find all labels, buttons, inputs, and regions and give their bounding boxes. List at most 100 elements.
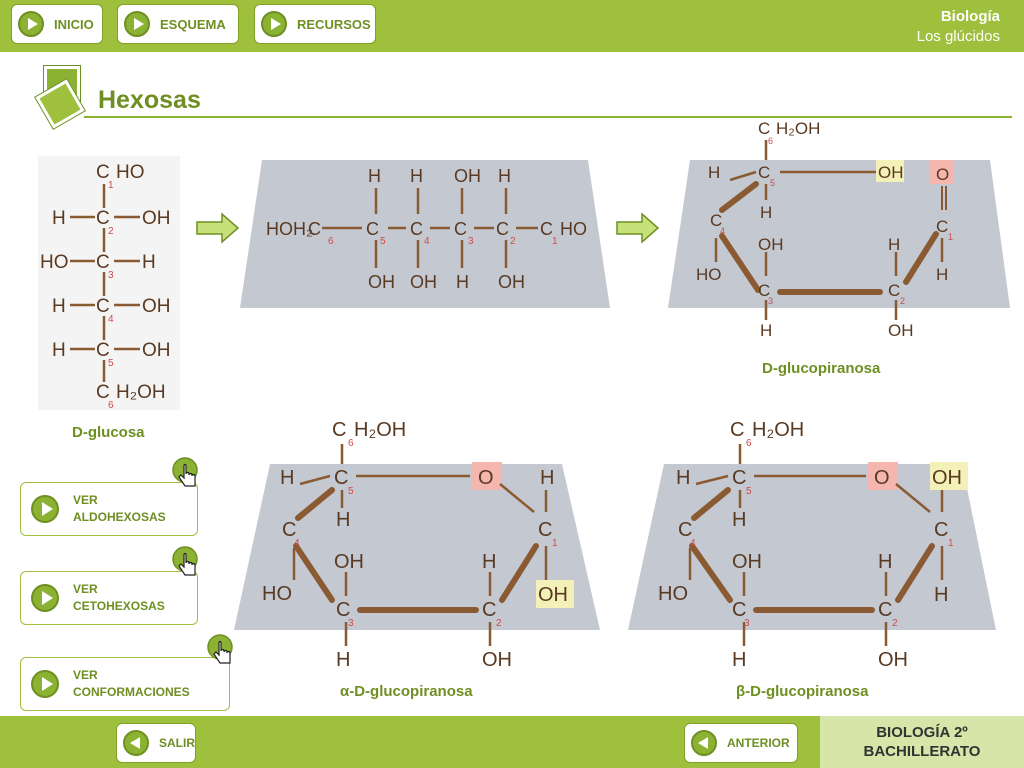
- chem-C: C: [888, 281, 900, 300]
- play-icon: [261, 11, 287, 37]
- chem-C: C: [96, 208, 110, 229]
- chem-H: H: [142, 252, 156, 273]
- chem-H: H: [936, 265, 948, 284]
- recursos-button[interactable]: RECURSOS: [254, 4, 376, 44]
- chem-C: C: [758, 163, 770, 182]
- hand-pointer-icon[interactable]: [205, 633, 239, 669]
- carbon-number: 6: [328, 236, 334, 247]
- linear-chain-structure: HOH₂ C 6 H C 5 OH H C 4 OH OH C 3 H H C …: [240, 160, 610, 308]
- chem-O: O: [936, 165, 949, 184]
- chem-H: H: [934, 584, 948, 606]
- chem-C: C: [540, 219, 553, 239]
- inicio-label: INICIO: [54, 16, 94, 32]
- chem-OH: OH: [932, 467, 962, 489]
- play-icon: [31, 670, 59, 698]
- subject-header: Biología Los glúcidos: [917, 7, 1000, 47]
- ver-conformaciones-button[interactable]: VER CONFORMACIONES: [20, 657, 230, 711]
- play-icon: [124, 11, 150, 37]
- fischer-projection: C HO 1 H C OH 2 HO C H 3 H C OH 4 H C OH…: [38, 156, 180, 411]
- hand-pointer-icon[interactable]: [170, 456, 204, 492]
- carbon-number: 6: [348, 438, 354, 449]
- glucose-structures-diagram: C HO 1 H C OH 2 HO C H 3 H C OH 4 H C OH…: [38, 119, 1010, 671]
- subject-topic: Los glúcidos: [916, 28, 1000, 45]
- chem-H: H: [732, 649, 746, 671]
- chem-C: C: [710, 211, 722, 230]
- chem-C: C: [678, 519, 692, 541]
- chem-OH: OH: [454, 166, 481, 186]
- chem-C: C: [410, 219, 423, 239]
- chem-H2OH: H₂OH: [116, 382, 166, 403]
- carbon-number: 3: [468, 236, 474, 247]
- chem-OH: OH: [732, 551, 762, 573]
- anterior-button[interactable]: ANTERIOR: [684, 723, 798, 763]
- chem-O: O: [478, 467, 494, 489]
- alpha-glucopiranosa-structure: C H₂OH 6 H C 5 O H H C 4 C 1 OH H HO OH …: [234, 419, 600, 671]
- chem-OH: OH: [142, 208, 171, 229]
- carbon-number: 1: [948, 538, 954, 549]
- subject-name: Biología: [940, 8, 1000, 25]
- ver-aldohexosas-button[interactable]: VER ALDOHEXOSAS: [20, 482, 198, 536]
- chem-H: H: [708, 163, 720, 182]
- chem-OH: OH: [142, 340, 171, 361]
- carbon-number: 3: [768, 296, 773, 306]
- ver-cetohexosas-button[interactable]: VER CETOHEXOSAS: [20, 571, 198, 625]
- carbon-number: 6: [746, 438, 752, 449]
- chem-H: H: [336, 649, 350, 671]
- hand-pointer-icon[interactable]: [170, 545, 204, 581]
- chem-OH: OH: [368, 272, 395, 292]
- chem-H: H: [760, 321, 772, 340]
- d-glucopiranosa-structure: C H₂OH 6 H C 5 OH O H C 4 C 1 OH H HO H …: [668, 119, 1010, 340]
- chem-C: C: [758, 281, 770, 300]
- chem-H: H: [540, 467, 554, 489]
- anterior-label: ANTERIOR: [727, 736, 790, 750]
- carbon-number: 5: [770, 178, 775, 188]
- carbon-number: 4: [720, 226, 725, 236]
- ver-aldohexosas-label: VER ALDOHEXOSAS: [73, 492, 166, 526]
- play-icon: [18, 11, 44, 37]
- chem-OH: OH: [878, 163, 904, 182]
- chem-H: H: [676, 467, 690, 489]
- carbon-number: 3: [348, 618, 354, 629]
- chem-OH: OH: [410, 272, 437, 292]
- chem-C: C: [334, 467, 348, 489]
- carbon-number: 2: [892, 618, 898, 629]
- chem-OH: OH: [878, 649, 908, 671]
- chem-H: H: [368, 166, 381, 186]
- carbon-number: 2: [900, 296, 905, 306]
- salir-button[interactable]: SALIR: [116, 723, 196, 763]
- chem-H2OH: H₂OH: [776, 119, 820, 138]
- chem-HO: HO: [658, 583, 688, 605]
- chem-C: C: [96, 296, 110, 317]
- chem-C: C: [96, 382, 110, 403]
- chem-C: C: [282, 519, 296, 541]
- carbon-number: 2: [108, 226, 114, 237]
- chem-OH: OH: [498, 272, 525, 292]
- chem-H: H: [498, 166, 511, 186]
- ver-conformaciones-label: VER CONFORMACIONES: [73, 667, 190, 701]
- esquema-button[interactable]: ESQUEMA: [117, 4, 239, 44]
- chem-C: C: [730, 419, 744, 441]
- carbon-number: 3: [108, 270, 114, 281]
- play-icon: [31, 584, 59, 612]
- chem-C: C: [96, 162, 110, 183]
- label-line: VER: [73, 493, 98, 507]
- back-arrow-icon: [123, 730, 149, 756]
- carbon-number: 2: [510, 236, 516, 247]
- chem-OH: OH: [334, 551, 364, 573]
- course-badge: BIOLOGÍA 2º BACHILLERATO: [820, 716, 1024, 768]
- chem-OH: OH: [142, 296, 171, 317]
- chem-C: C: [336, 599, 350, 621]
- ver-cetohexosas-label: VER CETOHEXOSAS: [73, 581, 165, 615]
- chem-C: C: [96, 340, 110, 361]
- carbon-number: 1: [948, 232, 953, 242]
- chem-H: H: [52, 340, 66, 361]
- carbon-number: 1: [108, 180, 114, 191]
- carbon-number: 6: [108, 400, 114, 411]
- inicio-button[interactable]: INICIO: [11, 4, 103, 44]
- chem-C: C: [454, 219, 467, 239]
- carbon-number: 1: [552, 538, 558, 549]
- carbon-number: 4: [294, 538, 300, 549]
- chem-H: H: [410, 166, 423, 186]
- chem-HO: HO: [116, 162, 145, 183]
- right-arrow-icon: [616, 212, 660, 244]
